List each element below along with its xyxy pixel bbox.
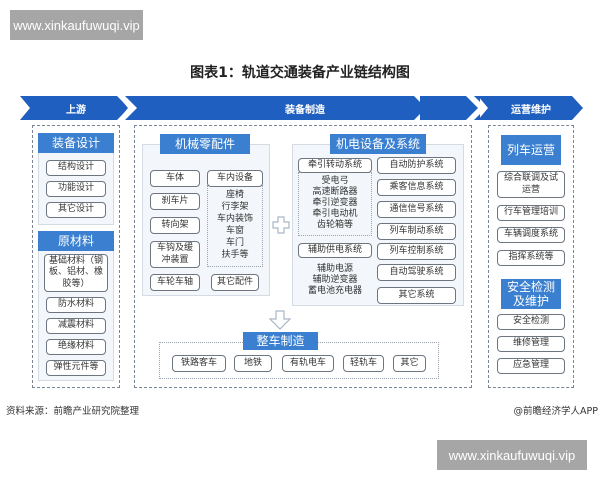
vehicle-item: 轻轨车 — [343, 355, 384, 372]
safety-header: 安全检测及维护 — [501, 279, 561, 309]
traction-item: 受电弓 — [321, 176, 349, 186]
system-item: 自动驾驶系统 — [377, 264, 456, 281]
interior-item: 车窗 — [225, 226, 244, 236]
watermark-bottom: www.xinkaufuwuqi.vip — [437, 440, 587, 470]
upstream-section — [32, 125, 120, 388]
materials-item: 防水材料 — [46, 297, 106, 313]
design-header: 装备设计 — [38, 133, 114, 153]
stage-chevrons — [20, 96, 583, 120]
mechanical-other: 其它配件 — [211, 274, 259, 291]
materials-item: 减震材料 — [46, 318, 106, 334]
system-item: 自动防护系统 — [377, 157, 456, 174]
vehicle-item: 地铁 — [234, 355, 272, 372]
source-note: 资料来源：前瞻产业研究院整理 — [6, 406, 140, 417]
stage-manufacturing: 装备制造 — [285, 104, 325, 116]
mechanical-item: 车体 — [150, 170, 200, 187]
electromech-header: 机电设备及系统 — [330, 134, 426, 154]
aux-power-item: 辅助逆变器 — [312, 275, 358, 285]
materials-item: 绝缘材料 — [46, 339, 106, 355]
stage-operations: 运营维护 — [511, 104, 551, 116]
interior-item: 座椅 — [225, 190, 244, 200]
materials-item: 弹性元件等 — [46, 360, 106, 376]
system-item: 其它系统 — [377, 287, 456, 304]
aux-power-item: 辅助电源 — [316, 264, 353, 274]
design-item: 结构设计 — [46, 160, 106, 176]
train-ops-item: 车辆调度系统 — [497, 227, 565, 243]
design-item: 功能设计 — [46, 181, 106, 197]
train-ops-item: 行车管理培训 — [497, 205, 565, 221]
train-ops-item: 综合联调及试运营 — [497, 171, 565, 198]
safety-item: 应急管理 — [497, 358, 565, 374]
system-item: 通信信号系统 — [377, 201, 456, 218]
down-arrow-icon — [269, 310, 291, 330]
credit-note: @前瞻经济学人APP — [513, 406, 598, 417]
vehicle-item: 铁路客车 — [172, 355, 226, 372]
interior-item: 车门 — [225, 238, 244, 248]
manufacturing-section — [134, 125, 472, 388]
aux-power-header: 辅助供电系统 — [298, 243, 372, 258]
mechanical-item: 刹车片 — [150, 193, 200, 210]
mechanical-item: 车钩及缓冲装置 — [150, 241, 200, 268]
vehicle-header: 整车制造 — [243, 332, 318, 350]
interior-item: 行李架 — [221, 202, 249, 212]
traction-item: 牵引逆变器 — [312, 198, 358, 208]
traction-item: 齿轮箱等 — [316, 220, 353, 230]
materials-header: 原材料 — [38, 231, 114, 251]
mechanical-item: 车轮车轴 — [150, 274, 200, 291]
traction-header: 牵引转动系统 — [298, 158, 372, 173]
traction-item: 牵引电动机 — [312, 209, 358, 219]
design-item: 其它设计 — [46, 202, 106, 218]
mechanical-item: 转向架 — [150, 217, 200, 234]
traction-item: 高速断路器 — [312, 187, 358, 197]
chart-title: 图表1：轨道交通装备产业链结构图 — [190, 65, 410, 81]
train-ops-item: 指挥系统等 — [497, 250, 565, 266]
stage-upstream: 上游 — [66, 104, 86, 116]
system-item: 乘客信息系统 — [377, 179, 456, 196]
vehicle-item: 其它 — [393, 355, 426, 372]
safety-item: 维修管理 — [497, 336, 565, 352]
system-item: 列车控制系统 — [377, 243, 456, 260]
vehicle-item: 有轨电车 — [282, 355, 334, 372]
watermark-top: www.xinkaufuwuqi.vip — [10, 10, 143, 40]
interior-header: 车内设备 — [207, 170, 263, 187]
interior-item: 扶手等 — [221, 250, 249, 260]
interior-item: 车内装饰 — [216, 214, 253, 224]
materials-item: 基础材料（钢板、铝材、橡胶等） — [44, 254, 108, 292]
system-item: 列车制动系统 — [377, 223, 456, 240]
plus-icon — [272, 216, 290, 234]
safety-item: 安全检测 — [497, 314, 565, 330]
train-ops-header: 列车运营 — [501, 135, 561, 165]
mechanical-header: 机械零配件 — [160, 134, 250, 154]
operations-section — [488, 125, 574, 388]
aux-power-item: 蓄电池充电器 — [307, 286, 362, 296]
